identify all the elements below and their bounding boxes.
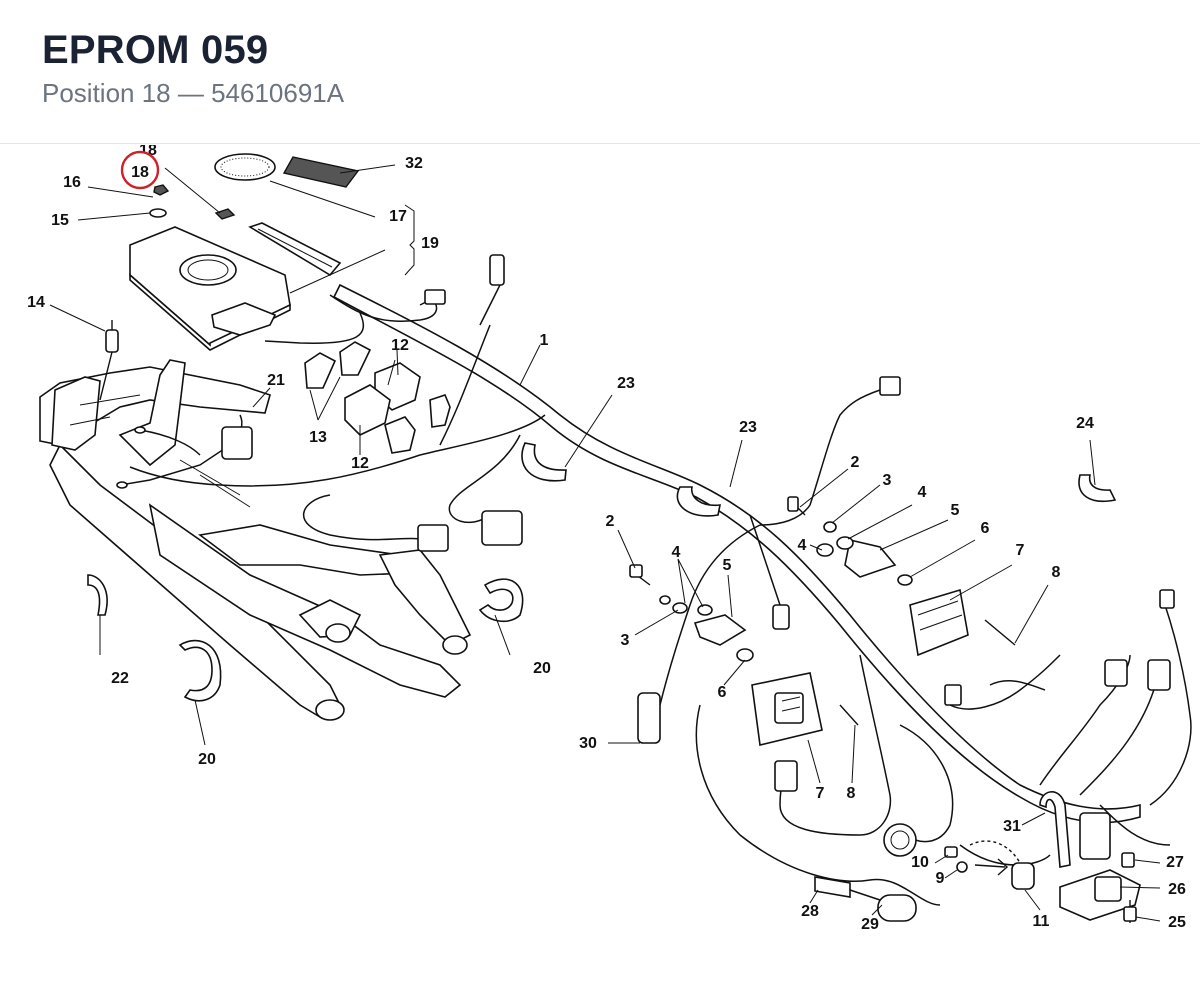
callout-25: 25 — [1168, 914, 1186, 931]
page-header: EPROM 059 Position 18 — 54610691A — [0, 0, 1200, 144]
callout-30: 30 — [579, 735, 597, 752]
callout-7b: 7 — [816, 785, 825, 802]
callout-5a: 5 — [951, 502, 960, 519]
callout-13: 13 — [309, 429, 327, 446]
callout-23b: 23 — [739, 419, 757, 436]
callout-12a: 12 — [391, 337, 409, 354]
callout-20b: 20 — [198, 751, 216, 768]
callout-28: 28 — [801, 903, 819, 920]
callout-7a: 7 — [1016, 542, 1025, 559]
callout-16: 16 — [63, 174, 81, 191]
callout-29: 29 — [861, 916, 879, 933]
leader-lines — [49, 164, 1161, 922]
callout-19: 19 — [421, 235, 439, 252]
callout-4b: 4 — [798, 537, 807, 554]
callout-32: 32 — [405, 155, 423, 172]
callout-22: 22 — [111, 670, 129, 687]
callout-2b: 2 — [606, 513, 615, 530]
callout-8a: 8 — [1052, 564, 1061, 581]
hardware-nut-16 — [153, 184, 170, 196]
callout-26: 26 — [1168, 881, 1186, 898]
ignition-module-upper — [909, 588, 969, 706]
callout-1: 1 — [540, 332, 549, 349]
support-strip-19 — [248, 222, 342, 277]
callout-17: 17 — [389, 208, 407, 225]
callout-2a: 2 — [851, 454, 860, 471]
callout-3a: 3 — [883, 472, 892, 489]
main-wiring-harness — [116, 254, 1192, 906]
highlight-ring — [120, 150, 160, 190]
exploded-parts-diagram: 18 18 16 15 32 17 19 14 1 12 12 13 21 23… — [27, 145, 1192, 933]
page-title: EPROM 059 — [42, 28, 269, 72]
callout-4a: 4 — [918, 484, 927, 501]
callout-3b: 3 — [621, 632, 630, 649]
bracket-assemblies — [629, 496, 1016, 726]
callout-14: 14 — [27, 294, 45, 311]
callout-labels: 18 18 16 15 32 17 19 14 1 12 12 13 21 23… — [27, 145, 1186, 933]
oval-label-17 — [214, 153, 276, 181]
callout-24: 24 — [1076, 415, 1094, 432]
callout-27: 27 — [1166, 854, 1184, 871]
frame-assembly — [39, 359, 472, 721]
callout-15: 15 — [51, 212, 69, 229]
eprom-chip — [214, 208, 236, 220]
callout-23a: 23 — [617, 375, 635, 392]
callout-8b: 8 — [847, 785, 856, 802]
callout-6a: 6 — [981, 520, 990, 537]
sensor-14 — [99, 320, 119, 401]
sensors-lower — [637, 692, 1141, 923]
callout-21: 21 — [267, 372, 285, 389]
cable-clips — [87, 442, 1117, 702]
washer-15 — [149, 208, 167, 218]
callout-12b: 12 — [351, 455, 369, 472]
callout-11: 11 — [1033, 913, 1050, 930]
callout-10: 10 — [911, 854, 929, 871]
page-subtitle: Position 18 — 54610691A — [42, 78, 345, 108]
callout-18: 18 — [131, 164, 149, 181]
callout-31: 31 — [1003, 818, 1021, 835]
callout-20a: 20 — [533, 660, 551, 677]
callout-5b: 5 — [723, 557, 732, 574]
ignition-module-lower — [751, 672, 823, 746]
sticker-32 — [282, 156, 360, 188]
relays — [304, 341, 451, 454]
callout-9: 9 — [936, 870, 945, 887]
callout-4c: 4 — [672, 544, 681, 561]
ecu-control-unit — [129, 226, 291, 351]
callout-6b: 6 — [718, 684, 727, 701]
